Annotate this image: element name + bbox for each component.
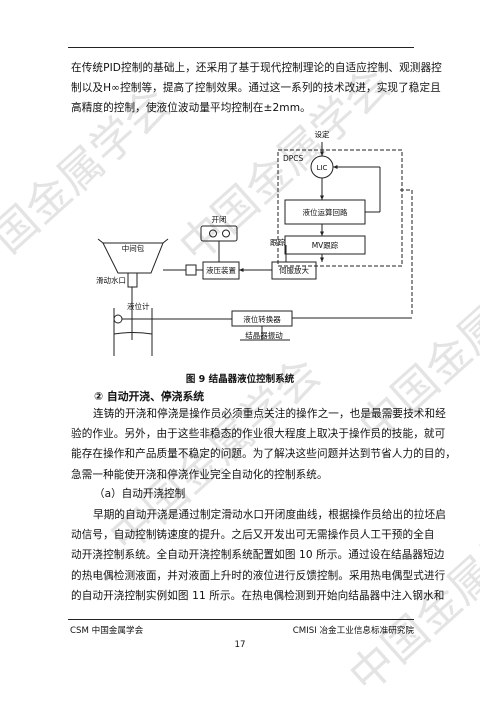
- label-mv-track: MV跟踪: [312, 240, 339, 250]
- label-level-converter: 液位转换器: [243, 314, 281, 324]
- slide-gate-nozzle: [127, 272, 138, 288]
- subheading: （a）自动开浇控制: [94, 488, 186, 500]
- label-dpcs: DPCS: [283, 154, 304, 163]
- label-calc-circuit: 液位运算回路: [303, 207, 348, 217]
- footer-rule: [68, 619, 414, 620]
- label-hydraulic: 液压装置: [206, 265, 236, 275]
- text-line: 验的作业。另外，由于这些非稳态的作业很大程度上取决于操作员的技能，就可: [71, 428, 446, 441]
- label-tundish: 中间包: [122, 243, 145, 253]
- section-heading: ② 自动开浇、停浇系统: [94, 390, 205, 403]
- mv-track-box: [284, 235, 366, 255]
- text-line: 早期的自动开浇是通过制定滑动水口开闭度曲线，根据操作员给出的拉坯启: [93, 509, 446, 521]
- paragraph-2: 早期的自动开浇是通过制定滑动水口开闭度曲线，根据操作员给出的拉坯启 动信号，自动…: [71, 505, 446, 606]
- label-level-meter: 液位计: [127, 301, 150, 311]
- text-line: 高精度的控制，使液位波动量平均控制在±2mm。: [71, 102, 311, 115]
- text-line: 动开浇控制系统。全自动开浇控制系统配置如图 10 所示。通过设在结晶器短边: [71, 549, 445, 562]
- text-line: 的热电偶检测液面，并对液面上升时的液位进行反馈控制。采用热电偶型式进行: [71, 569, 446, 582]
- tundish: [102, 242, 164, 274]
- header-rule: [68, 47, 414, 48]
- intro-paragraph: 在传统PID控制的基础上，还采用了基于现代控制理论的自适应控制、观测器控 制以及…: [71, 58, 442, 119]
- mold: [113, 308, 153, 356]
- level-meter-sensor: [113, 314, 123, 324]
- text-line: 的自动开浇控制实例如图 11 所示。在热电偶检测到开始向结晶器中注入钢水和: [71, 589, 445, 602]
- document-page: 中国金属学会 中国金属学会 中国金属学会 中国金属学会 中国金属学会 在传统PI…: [0, 47, 480, 703]
- label-onoff: 开闭: [212, 215, 227, 224]
- label-mold-signal: 结晶器振动: [245, 330, 283, 340]
- text-line: 急需一种能使开浇和停浇作业完全自动化的控制系统。: [71, 468, 328, 481]
- footer-left: CSM 中国金属学会: [70, 626, 144, 636]
- label-setpoint: 设定: [315, 129, 330, 139]
- label-slide-gate: 滑动水口: [96, 275, 126, 285]
- page-number: 17: [234, 640, 246, 650]
- label-track: 跟踪: [270, 237, 285, 247]
- label-lic: LIC: [317, 164, 328, 172]
- figure-caption: 图 9 结晶器液位控制系统: [185, 374, 295, 385]
- text-line: 连铸的开浇和停浇是操作员必须重点关注的操作之一，也是最需要技术和经: [93, 408, 446, 420]
- paragraph-1: 连铸的开浇和停浇是操作员必须重点关注的操作之一，也是最需要技术和经 验的作业。另…: [71, 404, 456, 485]
- text-line: 能存在操作和产品质量不稳定的问题。为了解决这些问题并达到节省人力的目的，: [71, 448, 456, 461]
- level-control-diagram: 设定 DPCS LIC 液位运算回路 MV跟踪 开闭 中间包 滑动水口 液压装置…: [96, 129, 413, 356]
- label-servo-amp: 伺服放大: [279, 265, 309, 275]
- onoff-switch: [200, 225, 238, 242]
- dpcs-frame: [277, 149, 403, 267]
- text-line: 制以及H∞控制等，提高了控制效果。通过这一系列的技术改进，实现了稳定且: [71, 82, 441, 95]
- text-line: 动信号，自动控制铸速度的提升。之后又开发出可无需操作员人工干预的全自: [71, 529, 435, 542]
- text-line: 在传统PID控制的基础上，还采用了基于现代控制理论的自适应控制、观测器控: [71, 62, 442, 74]
- footer-right: CMISI 冶金工业信息标准研究院: [292, 626, 414, 636]
